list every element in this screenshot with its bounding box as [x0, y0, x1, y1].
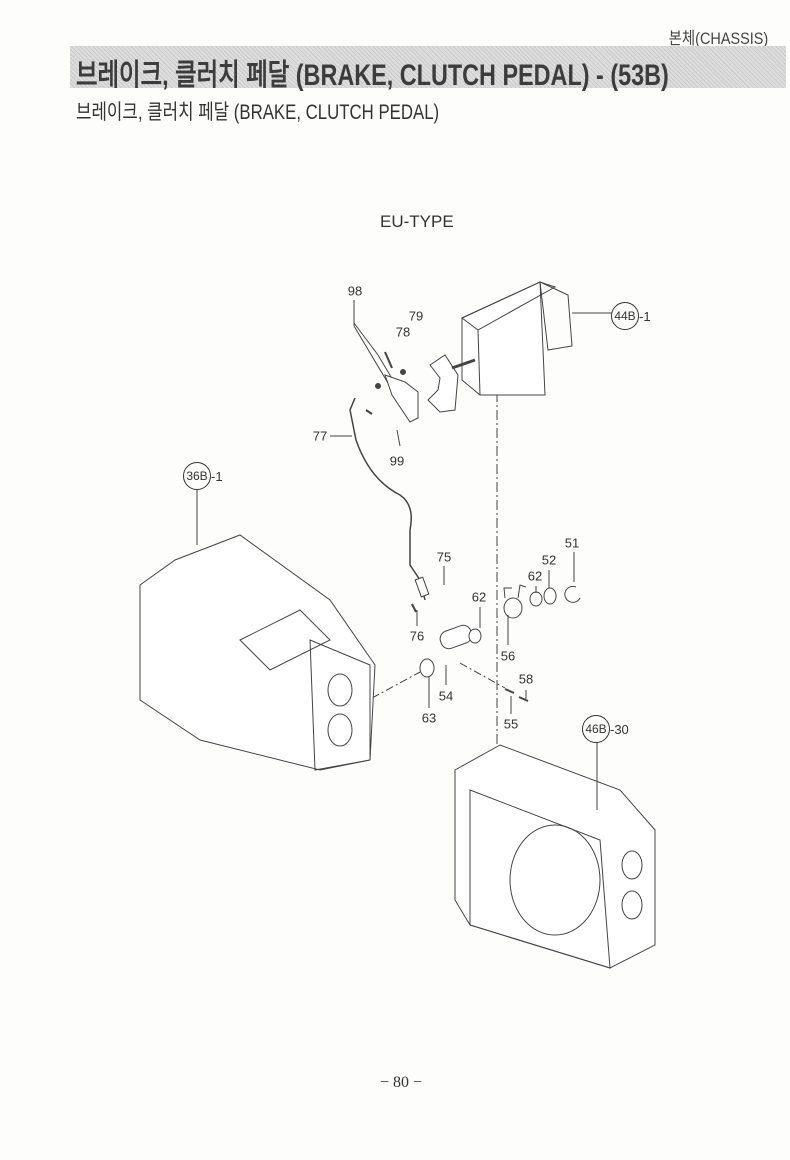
- callout-56: 56: [500, 648, 516, 664]
- page-title: 브레이크, 클러치 페달 (BRAKE, CLUTCH PEDAL) - (53…: [76, 59, 669, 92]
- callout-98: 98: [347, 283, 363, 299]
- callout-79: 79: [408, 308, 424, 324]
- callout-78: 78: [395, 324, 411, 340]
- pedal-bracket-part: [427, 281, 612, 413]
- clutch-shaft-parts: [416, 552, 581, 714]
- callout-51: 51: [564, 535, 580, 551]
- brake-lever-part: [353, 300, 419, 447]
- callout-54: 54: [438, 688, 454, 704]
- reference-46b-30: 46B-30: [582, 715, 629, 743]
- transmission-case-36b: [139, 490, 376, 771]
- callout-77: 77: [312, 428, 328, 444]
- callout-55: 55: [503, 716, 519, 732]
- callout-62a: 62: [527, 568, 543, 584]
- callout-58: 58: [518, 671, 534, 687]
- cable-part: [349, 397, 426, 601]
- title-banner: [70, 46, 786, 88]
- page-number: − 80 −: [380, 1074, 423, 1091]
- reference-36b-1: 36B-1: [183, 462, 223, 490]
- reference-code: 46B: [582, 715, 610, 743]
- callout-76: 76: [409, 628, 425, 644]
- reference-suffix: -30: [610, 721, 629, 737]
- page-subtitle: 브레이크, 클러치 페달 (BRAKE, CLUTCH PEDAL): [76, 101, 440, 124]
- reference-code: 36B: [183, 462, 211, 490]
- callout-99: 99: [389, 453, 405, 469]
- callout-63: 63: [421, 710, 437, 726]
- callout-75: 75: [436, 549, 452, 565]
- reference-code: 44B: [611, 302, 639, 330]
- transmission-case-46b: [454, 742, 656, 969]
- diagram-variant-label: EU-TYPE: [380, 212, 454, 231]
- callout-52: 52: [541, 552, 557, 568]
- reference-suffix: -1: [639, 308, 651, 324]
- reference-suffix: -1: [211, 468, 223, 484]
- reference-44b-1: 44B-1: [611, 302, 651, 330]
- section-label: 본체(CHASSIS): [668, 29, 768, 48]
- callout-62b: 62: [471, 589, 487, 605]
